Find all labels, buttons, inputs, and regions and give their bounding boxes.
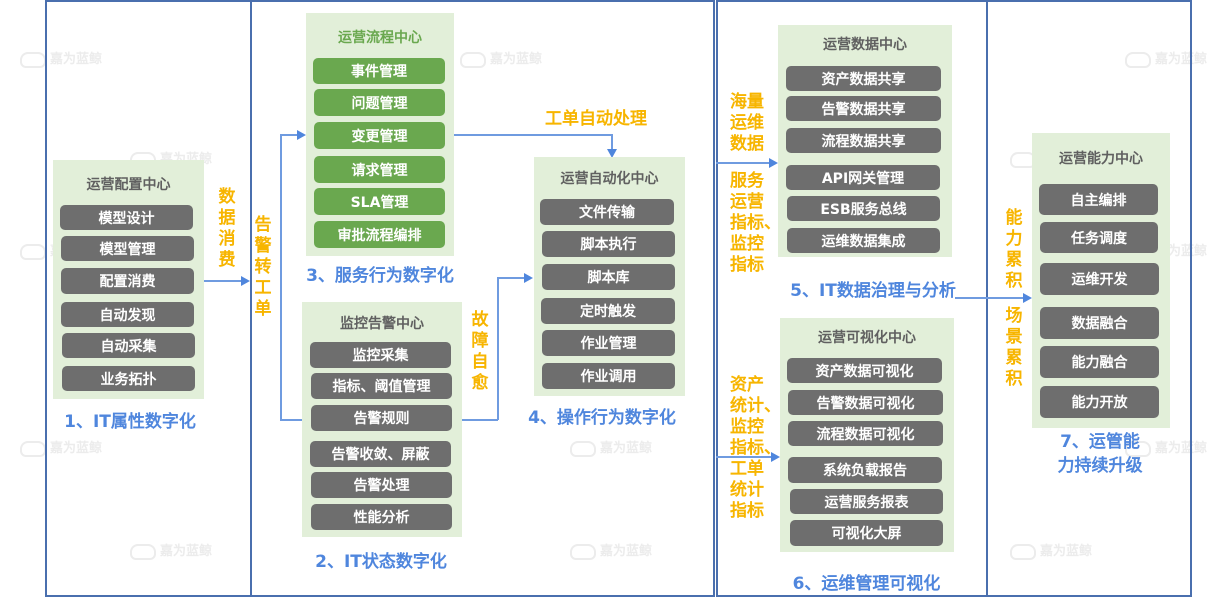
item-ops-data-integration[interactable]: 运维数据集成 bbox=[787, 228, 940, 253]
panel-title: 运营配置中心 bbox=[86, 177, 171, 193]
item-change-management[interactable]: 变更管理 bbox=[314, 122, 445, 149]
arrow-right-icon bbox=[297, 130, 306, 140]
item-task-scheduling[interactable]: 任务调度 bbox=[1040, 222, 1158, 253]
panel-process-center: 运营流程中心 事件管理 问题管理 变更管理 请求管理 SLA管理 审批流程编排 bbox=[306, 13, 454, 256]
connector-line bbox=[280, 419, 302, 421]
item-process-data-sharing[interactable]: 流程数据共享 bbox=[786, 128, 941, 153]
arrow-right-icon bbox=[1023, 293, 1032, 303]
item-self-orchestration[interactable]: 自主编排 bbox=[1039, 184, 1158, 215]
item-capability-opening[interactable]: 能力开放 bbox=[1040, 386, 1159, 418]
connector-line bbox=[955, 297, 1024, 299]
arrow-right-icon bbox=[771, 452, 780, 462]
item-asset-data-visualization[interactable]: 资产数据可视化 bbox=[787, 358, 942, 383]
item-system-load-report[interactable]: 系统负载报告 bbox=[788, 457, 942, 483]
label-massive-ops-data: 海量 运维 数据 bbox=[730, 92, 764, 154]
panel-title: 运营可视化中心 bbox=[818, 330, 916, 346]
panel-automation-center: 运营自动化中心 文件传输 脚本执行 脚本库 定时触发 作业管理 作业调用 bbox=[534, 157, 685, 396]
section-title-7: 7、运管能 力持续升级 bbox=[1057, 432, 1143, 476]
item-asset-data-sharing[interactable]: 资产数据共享 bbox=[786, 66, 941, 91]
item-metric-threshold[interactable]: 指标、阈值管理 bbox=[311, 373, 452, 399]
panel-capability-center: 运营能力中心 自主编排 任务调度 运维开发 数据融合 能力融合 能力开放 bbox=[1032, 133, 1170, 428]
label-stats-metrics: 资产 统计、 监控 指标、 工单 统计 指标 bbox=[730, 375, 781, 521]
item-alert-convergence[interactable]: 告警收敛、屏蔽 bbox=[310, 441, 451, 467]
item-ops-service-report[interactable]: 运营服务报表 bbox=[790, 489, 943, 514]
item-business-topology[interactable]: 业务拓扑 bbox=[62, 366, 195, 391]
connector-line bbox=[716, 162, 770, 164]
connector-line bbox=[497, 277, 525, 279]
panel-title: 运营数据中心 bbox=[823, 37, 907, 53]
arrow-down-icon bbox=[607, 149, 617, 158]
section-title-6: 6、运维管理可视化 bbox=[792, 574, 941, 594]
label-ticket-auto-processing: 工单自动处理 bbox=[545, 109, 647, 129]
connector-line bbox=[280, 134, 282, 420]
panel-monitoring-center: 监控告警中心 监控采集 指标、阈值管理 告警规则 告警收敛、屏蔽 告警处理 性能… bbox=[302, 302, 462, 537]
panel-title: 监控告警中心 bbox=[340, 316, 424, 332]
item-auto-collection[interactable]: 自动采集 bbox=[62, 333, 195, 358]
label-alert-to-ticket: 告警转工单 bbox=[254, 215, 272, 319]
arrow-right-icon bbox=[524, 273, 533, 283]
item-api-gateway[interactable]: API网关管理 bbox=[786, 165, 940, 190]
panel-title: 运营能力中心 bbox=[1059, 151, 1143, 167]
item-esb-service-bus[interactable]: ESB服务总线 bbox=[787, 196, 940, 221]
connector-line bbox=[280, 134, 298, 136]
item-capability-fusion[interactable]: 能力融合 bbox=[1040, 346, 1159, 378]
item-script-execution[interactable]: 脚本执行 bbox=[542, 231, 675, 257]
label-fault-self-healing: 故障自愈 bbox=[471, 310, 489, 393]
section-title-1: 1、IT属性数字化 bbox=[64, 412, 196, 432]
connector-line bbox=[462, 419, 498, 421]
section-title-4: 4、操作行为数字化 bbox=[528, 408, 676, 428]
label-service-metrics: 服务 运营 指标、 监控 指标 bbox=[730, 171, 781, 275]
column-frame-4 bbox=[986, 0, 1192, 597]
item-config-consumption[interactable]: 配置消费 bbox=[61, 268, 194, 294]
item-script-library[interactable]: 脚本库 bbox=[542, 264, 675, 290]
column-frame-2 bbox=[250, 0, 715, 597]
item-ops-development[interactable]: 运维开发 bbox=[1040, 263, 1159, 295]
item-alert-handling[interactable]: 告警处理 bbox=[311, 472, 452, 498]
section-title-2: 2、IT状态数字化 bbox=[315, 552, 447, 572]
item-scheduled-trigger[interactable]: 定时触发 bbox=[541, 298, 675, 324]
connector-line bbox=[454, 134, 612, 136]
panel-config-center: 运营配置中心 模型设计 模型管理 配置消费 自动发现 自动采集 业务拓扑 bbox=[53, 160, 204, 399]
item-request-management[interactable]: 请求管理 bbox=[314, 156, 445, 183]
item-file-transfer[interactable]: 文件传输 bbox=[540, 199, 674, 225]
section-title-5: 5、IT数据治理与分析 bbox=[790, 281, 956, 301]
section-title-3: 3、服务行为数字化 bbox=[306, 266, 454, 286]
item-sla-management[interactable]: SLA管理 bbox=[314, 188, 445, 215]
item-data-fusion[interactable]: 数据融合 bbox=[1040, 307, 1159, 339]
item-approval-orchestration[interactable]: 审批流程编排 bbox=[314, 221, 445, 248]
item-problem-management[interactable]: 问题管理 bbox=[314, 89, 445, 116]
arrow-right-icon bbox=[241, 276, 250, 286]
item-monitoring-collection[interactable]: 监控采集 bbox=[310, 342, 451, 368]
item-visualization-big-screen[interactable]: 可视化大屏 bbox=[790, 520, 943, 546]
item-alert-data-visualization[interactable]: 告警数据可视化 bbox=[788, 390, 943, 415]
connector-line bbox=[611, 134, 613, 150]
connector-line bbox=[204, 280, 242, 282]
item-model-management[interactable]: 模型管理 bbox=[61, 236, 194, 261]
item-model-design[interactable]: 模型设计 bbox=[60, 205, 193, 230]
item-auto-discovery[interactable]: 自动发现 bbox=[61, 302, 194, 327]
panel-title: 运营流程中心 bbox=[338, 30, 422, 46]
item-incident-management[interactable]: 事件管理 bbox=[313, 58, 445, 84]
label-scenario-accumulation: 场景累积 bbox=[1005, 306, 1023, 389]
label-data-consumption: 数据消费 bbox=[218, 187, 236, 270]
item-alert-rules[interactable]: 告警规则 bbox=[311, 405, 452, 431]
panel-data-center: 运营数据中心 资产数据共享 告警数据共享 流程数据共享 API网关管理 ESB服… bbox=[778, 25, 952, 257]
arrow-right-icon bbox=[769, 158, 778, 168]
item-process-data-visualization[interactable]: 流程数据可视化 bbox=[788, 421, 943, 446]
connector-line bbox=[716, 456, 772, 458]
panel-title: 运营自动化中心 bbox=[560, 171, 659, 187]
panel-visualization-center: 运营可视化中心 资产数据可视化 告警数据可视化 流程数据可视化 系统负载报告 运… bbox=[780, 318, 954, 552]
item-job-management[interactable]: 作业管理 bbox=[542, 330, 675, 356]
item-job-invocation[interactable]: 作业调用 bbox=[542, 363, 675, 389]
label-capability-accumulation: 能力累积 bbox=[1005, 208, 1023, 291]
item-alert-data-sharing[interactable]: 告警数据共享 bbox=[786, 96, 941, 121]
connector-line bbox=[497, 277, 499, 420]
item-performance-analysis[interactable]: 性能分析 bbox=[311, 504, 452, 530]
